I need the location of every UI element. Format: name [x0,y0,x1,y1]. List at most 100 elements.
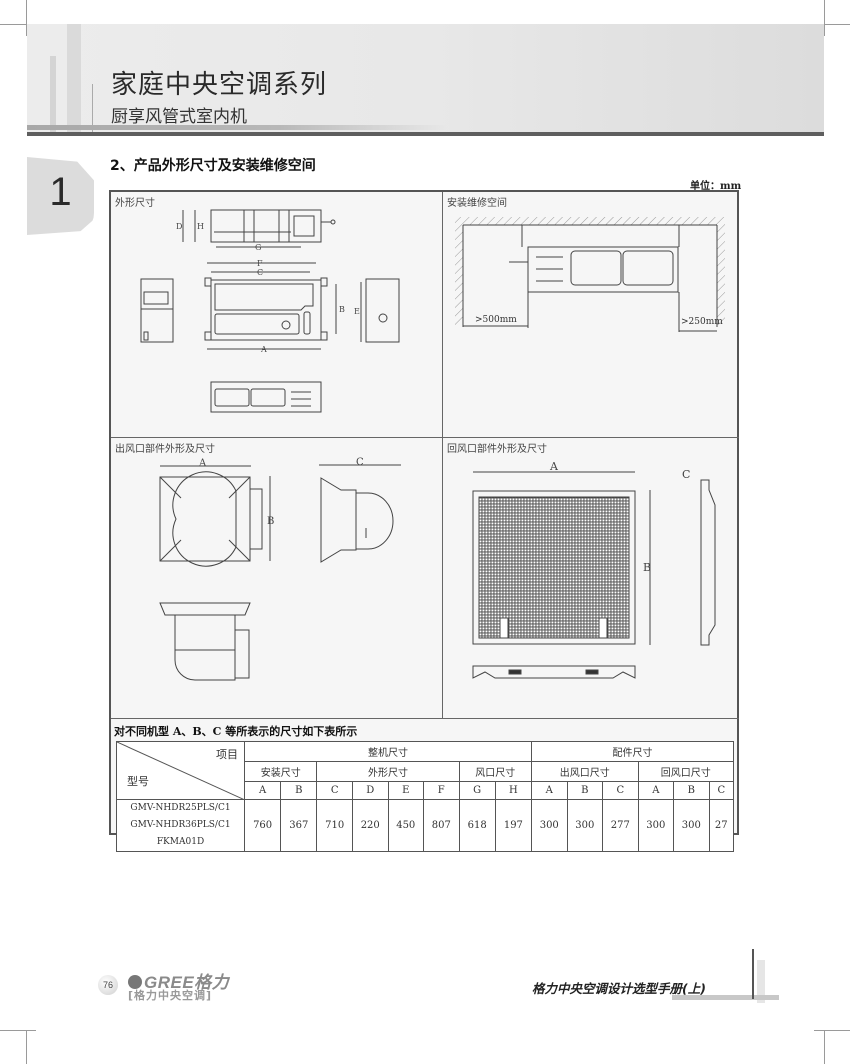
unit-outline-drawing: D H G F C B A E [140,209,400,413]
crop-mark [814,24,850,25]
svg-text:H: H [197,222,204,231]
panel-outline-dimensions: 外形尺寸 D H G F C B A [111,192,443,438]
page-subtitle: 厨享风管式室内机 [111,107,247,127]
cell-value: 367 [280,799,318,852]
header-decor [67,24,81,136]
page-title: 家庭中央空调系列 [111,70,328,100]
svg-text:E: E [354,307,360,316]
model-name: FKMA01D [156,837,205,847]
col-header: A [637,781,675,800]
svg-text:F: F [257,259,263,268]
dim-label-c: C [682,468,690,481]
crop-mark [26,1030,27,1064]
logo-icon [128,975,142,989]
panel-install-space: 安装维修空间 >500mm >250mm [443,192,739,438]
panel-return-inlet: 回风口部件外形及尺寸 A B C [443,438,739,719]
footer-decor [757,960,765,1003]
dimension-table: 项目 型号 整机尺寸 配件尺寸 安装尺寸 外形尺寸 风口尺寸 出风口尺寸 回风口… [116,740,735,852]
svg-text:A: A [260,345,267,354]
model-names: GMV-NHDR25PLS/C1 GMV-NHDR36PLS/C1 FKMA01… [116,799,245,852]
cell-value: 27 [708,799,735,852]
corner-model-label: 型号 [127,775,149,788]
header-decor [50,56,56,136]
col-header: A [531,781,568,800]
table-row: GMV-NHDR25PLS/C1 GMV-NHDR36PLS/C1 FKMA01… [116,799,735,852]
cell-value: 760 [243,799,282,852]
cell-value: 300 [673,799,710,852]
page-header: 家庭中央空调系列 厨享风管式室内机 [27,24,824,136]
panel-supply-outlet: 出风口部件外形及尺寸 A B C [111,438,443,719]
col-header: H [494,781,533,800]
col-header: C [602,781,639,800]
col-header: F [423,781,460,800]
manual-title: 格力中央空调设计选型手册(上) [532,981,706,996]
cell-value: 197 [494,799,533,852]
crop-mark [26,0,27,36]
supply-outlet-drawing: A B C [159,457,401,681]
chapter-tab [27,157,94,235]
group-part-dims: 配件尺寸 [531,740,734,763]
svg-text:G: G [255,243,261,252]
col-header: E [387,781,425,800]
dim-label-c: C [356,457,364,468]
sub-supply: 出风口尺寸 [531,761,639,783]
cell-value: 220 [351,799,389,852]
cell-value: 807 [423,799,460,852]
col-header: G [458,781,496,800]
group-unit-dims: 整机尺寸 [244,740,532,763]
svg-text:C: C [257,268,263,277]
brand-name: GREE格力 [144,973,230,992]
corner-item-label: 项目 [216,748,238,761]
return-inlet-drawing: A B C [472,460,716,679]
section-title: 2、产品外形尺寸及安装维修空间 [110,158,316,174]
header-decor [92,84,93,136]
col-header: B [280,781,318,800]
crop-mark [0,24,36,25]
crop-mark [824,1030,825,1064]
clearance-left-label: >500mm [475,315,517,325]
table-corner-header: 项目 型号 [116,741,245,800]
header-decor [27,125,447,130]
dim-label-b: B [643,561,651,574]
sub-return: 回风口尺寸 [637,761,735,783]
clearance-right-label: >250mm [681,317,723,327]
brand-logo: GREE格力 [128,968,229,993]
dim-label-a: A [549,460,559,473]
cell-value: 450 [387,799,425,852]
dim-label-a: A [198,458,207,469]
cell-value: 277 [602,799,639,852]
crop-mark [814,1030,850,1031]
sub-duct: 风口尺寸 [458,761,533,783]
cell-value: 300 [531,799,568,852]
diagonal-line [117,742,245,800]
cell-value: 300 [637,799,675,852]
unit-label: 单位：mm [690,181,742,192]
dim-label-d: D [176,222,182,231]
chapter-number: 1 [49,170,72,214]
crop-mark [0,1030,36,1031]
table-caption: 对不同机型 A、B、C 等所表示的尺寸如下表所示 [114,725,358,738]
col-header: B [566,781,604,800]
install-space-drawing: >500mm >250mm [455,217,725,332]
sub-outline: 外形尺寸 [316,761,460,783]
footer-decor [672,995,779,1000]
header-rule [27,132,824,136]
panel-label: 回风口部件外形及尺寸 [447,444,547,455]
panel-label: 出风口部件外形及尺寸 [115,444,215,455]
col-header: C [316,781,353,800]
dim-label-b: B [267,516,274,527]
drawing-frame: 外形尺寸 D H G F C B A [109,190,739,852]
page-number: 76 [98,975,118,995]
model-name: GMV-NHDR25PLS/C1 [130,803,231,813]
panel-label: 安装维修空间 [447,198,507,209]
footer-decor [752,949,754,999]
col-header: D [351,781,389,800]
brand-subtitle: [格力中央空调] [128,989,213,1002]
sub-install: 安装尺寸 [243,761,318,783]
crop-mark [824,0,825,36]
cell-value: 710 [316,799,353,852]
col-header: B [673,781,710,800]
svg-text:B: B [339,305,345,314]
cell-value: 300 [566,799,604,852]
panel-label: 外形尺寸 [115,198,155,209]
